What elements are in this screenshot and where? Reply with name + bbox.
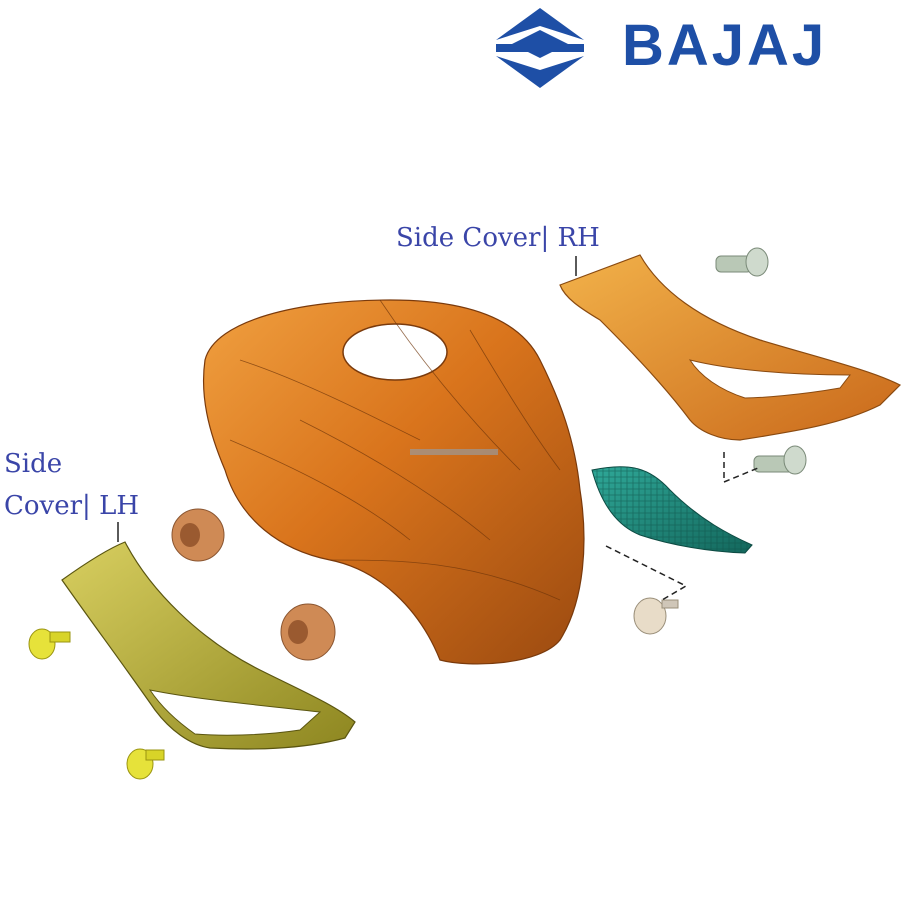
screw-beige: [633, 597, 679, 635]
label-side-cover-rh: Side Cover| RH: [396, 223, 600, 253]
bajaj-logo-icon: [496, 8, 584, 88]
bolt-yellow: [28, 628, 71, 660]
side-cover-rh: [559, 254, 902, 441]
assembly-guide-lines: [605, 452, 759, 601]
reflector-grille: [591, 466, 753, 554]
label-side-cover-lh-line1: Side: [4, 449, 63, 479]
label-side-cover-lh-line2: Cover| LH: [4, 491, 140, 521]
rubber-grommet: [171, 508, 225, 562]
brand-wordmark: BAJAJ: [622, 13, 828, 78]
side-cover-lh: [61, 522, 356, 750]
bolt-gray: [753, 445, 807, 475]
rubber-grommet: [280, 603, 336, 661]
fuel-tank-cover: [202, 299, 585, 665]
bolt-gray: [715, 247, 769, 277]
bolt-yellow: [126, 748, 165, 780]
